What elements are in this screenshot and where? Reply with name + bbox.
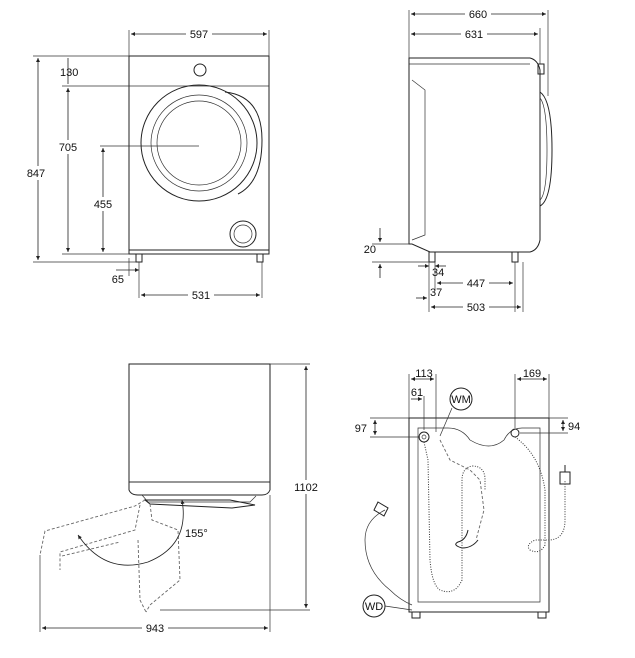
label-bg: [54, 140, 82, 154]
dim-label-top-depth-open: 1102: [294, 482, 318, 494]
dim-label-top-height: 130: [60, 67, 78, 79]
side-view: 660 631 20 34 447 37 503: [364, 7, 553, 314]
dim-label-side-total-depth: 660: [469, 9, 487, 21]
front-view: 597 847 130 705 455 65 531: [22, 27, 270, 302]
top-door-handle-closed: [141, 494, 257, 503]
front-body-outline: [128, 55, 270, 255]
label-bg: [186, 27, 212, 41]
dim-label-foot-span: 531: [192, 290, 210, 302]
front-foot-right: [256, 253, 264, 263]
label-bg: [188, 288, 214, 302]
dim-label-front-width: 597: [190, 29, 208, 41]
side-door-inner: [539, 97, 548, 201]
inlet-valve-outer: [418, 431, 430, 443]
dim-label-rear-top-left: 97: [355, 423, 367, 435]
door-glass: [156, 100, 242, 186]
label-bg: [142, 621, 168, 635]
label-bg: [461, 27, 487, 41]
top-view: 155° 1102 943: [39, 363, 324, 635]
rear-foot-right: [537, 611, 547, 619]
callout-wd-circle: [362, 594, 386, 618]
dim-label-rear-left-offset: 113: [415, 368, 433, 380]
dim-label-rear-top-right: 94: [568, 421, 580, 433]
dim-label-foot-inset: 65: [112, 274, 124, 286]
open-door-outline-3: [145, 503, 181, 613]
label-bg: [463, 300, 489, 314]
dim-label-side-rear-offset: 37: [430, 287, 442, 299]
door-outer-ring: [140, 84, 258, 202]
dim-label-side-body-depth: 631: [465, 29, 483, 41]
dim-label-open-width: 943: [146, 623, 164, 635]
top-control-panel: [128, 482, 271, 496]
door-inner-ring: [150, 94, 248, 192]
top-door-closed: [143, 499, 256, 509]
dim-label-side-clearance: 20: [364, 244, 376, 256]
callout-wm-circle: [449, 387, 473, 411]
label-bg: [288, 480, 324, 494]
door-angle-arc: [77, 499, 185, 566]
dim-label-door-top: 705: [59, 142, 77, 154]
front-foot-left: [135, 253, 143, 263]
inlet-valve-inner: [421, 434, 427, 440]
door-hinge-bulge: [224, 91, 263, 195]
service-hatch-outer: [229, 220, 257, 248]
label-bg: [465, 7, 491, 21]
open-door-outline-4: [137, 539, 147, 613]
dim-label-side-foot-span: 447: [467, 278, 485, 290]
rear-foot-left: [411, 611, 421, 619]
inlet-hose: [514, 436, 566, 553]
open-door-outline-2: [59, 504, 141, 570]
dim-label-door-angle: 155°: [185, 528, 208, 540]
side-door-profile: [539, 91, 553, 207]
rear-panel-outline: [417, 427, 541, 603]
label-bg: [89, 197, 117, 211]
top-body-outline: [128, 363, 271, 483]
service-hatch-inner: [233, 224, 253, 244]
drain-hose: [423, 441, 486, 593]
dim-label-rear-inner-offset: 61: [411, 387, 423, 399]
detergent-drawer-icon: [193, 63, 207, 77]
callout-label-wd: WD: [365, 601, 383, 613]
label-bg: [22, 166, 50, 180]
callout-leader-wd: [384, 605, 413, 611]
dim-label-rear-right-offset: 169: [523, 368, 541, 380]
callout-leader-wm: [439, 407, 453, 437]
right-connector: [510, 428, 520, 438]
side-body-outline: [408, 57, 541, 253]
rear-body-outline: [408, 417, 550, 613]
side-control-knob: [537, 63, 545, 75]
open-door-outline: [39, 499, 146, 556]
side-foot-rear: [428, 251, 436, 263]
dim-label-side-foot-inset: 34: [432, 267, 444, 279]
side-back-panel: [411, 79, 426, 241]
rear-view: 113 61 169 97 94 WM WD: [355, 368, 580, 619]
dim-label-side-base-depth: 503: [467, 302, 485, 314]
drain-hose-dashed: [439, 439, 485, 541]
drain-hose-end: [455, 529, 479, 549]
dim-label-door-center: 455: [94, 199, 112, 211]
label-bg: [463, 276, 489, 290]
callout-label-wm: WM: [451, 394, 471, 406]
dim-label-total-height: 847: [27, 168, 45, 180]
power-cable: [364, 509, 413, 606]
inlet-hose-plug: [559, 471, 571, 485]
power-plug: [373, 501, 389, 517]
side-foot-front: [511, 251, 519, 263]
